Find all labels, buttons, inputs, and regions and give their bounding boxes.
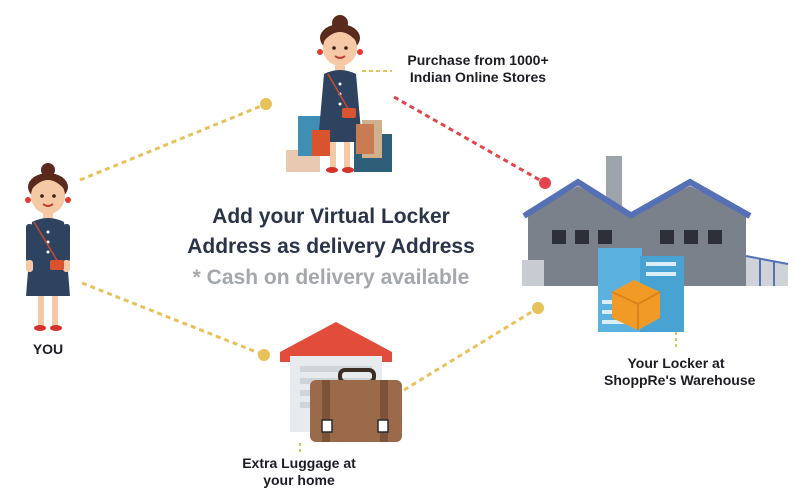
warehouse-illustration [522, 156, 789, 332]
connector-you-to-shopper [79, 102, 267, 182]
locker-label: Your Locker at ShoppRe's Warehouse [604, 355, 756, 389]
connector-dot [258, 349, 270, 361]
you-woman-illustration [25, 163, 71, 331]
luggage-label-line-2: your home [263, 472, 335, 488]
center-line-2: Address as delivery Address [187, 235, 475, 258]
connector-dot [539, 177, 551, 189]
shopper-woman-illustration [286, 15, 392, 173]
locker-label-line-2: ShoppRe's Warehouse [604, 372, 756, 388]
connectors [79, 70, 677, 452]
purchase-label-line-2: Indian Online Stores [409, 69, 547, 85]
connector-dot [260, 98, 272, 110]
locker-label-line-1: Your Locker at [627, 355, 725, 371]
connector-home-to-warehouse [403, 306, 539, 392]
you-label-text: YOU [32, 341, 64, 357]
purchase-label: Purchase from 1000+ Indian Online Stores [392, 52, 564, 86]
center-line-1: Add your Virtual Locker [212, 205, 450, 228]
center-message: Add your Virtual Locker Address as deliv… [150, 202, 512, 294]
connector-shopper-to-warehouse [393, 95, 546, 185]
connector-dot [532, 302, 544, 314]
cod-note: * Cash on delivery available [192, 266, 470, 289]
you-label: YOU [22, 341, 74, 358]
luggage-label: Extra Luggage at your home [224, 455, 374, 489]
home-luggage-illustration [280, 322, 402, 442]
connector-you-to-home [81, 281, 265, 357]
purchase-label-line-1: Purchase from 1000+ [407, 52, 549, 68]
luggage-label-line-1: Extra Luggage at [242, 455, 356, 471]
